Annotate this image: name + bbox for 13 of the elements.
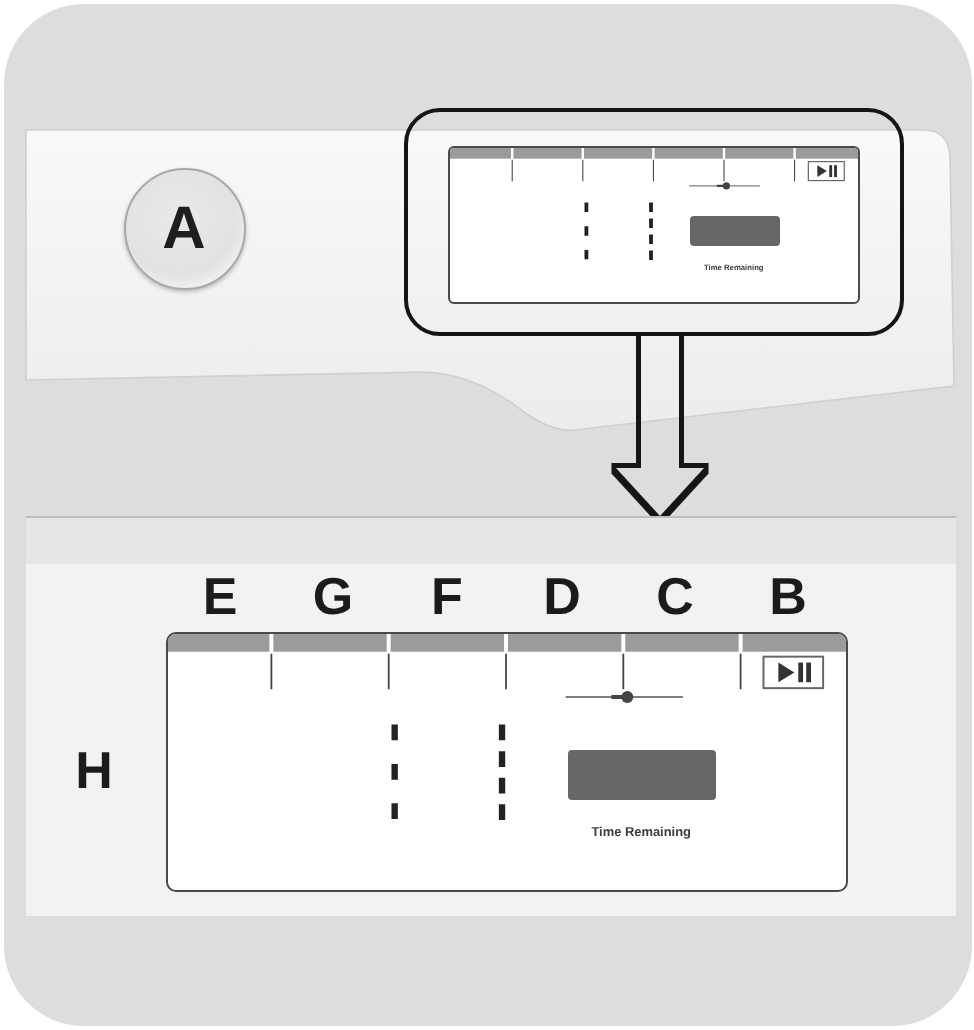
callout-letter: F xyxy=(431,570,463,622)
callout-letter: G xyxy=(312,570,354,622)
time-display xyxy=(567,750,717,800)
display-panel xyxy=(166,632,848,892)
callout-letter: C xyxy=(656,570,694,622)
callout-letter: D xyxy=(543,570,581,622)
callout-letter: E xyxy=(202,570,238,622)
callout-frame xyxy=(404,108,904,336)
callout-letter: H xyxy=(75,744,113,796)
callout-letter: B xyxy=(769,570,807,622)
time-display xyxy=(689,216,780,247)
zoom-panel xyxy=(26,516,956,916)
display-panel xyxy=(447,145,859,303)
